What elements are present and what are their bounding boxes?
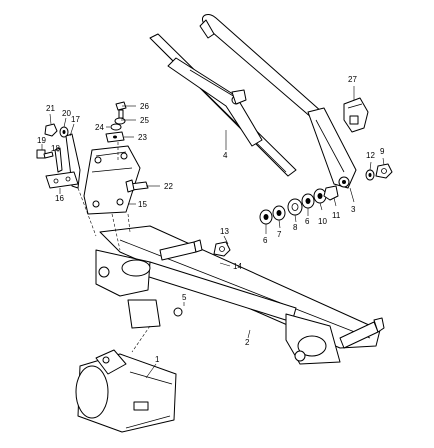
callout-21: 21 (46, 104, 55, 113)
callout-17: 17 (71, 115, 80, 124)
callout-23: 23 (138, 133, 147, 142)
callout-12: 12 (366, 151, 375, 160)
mounting-bracket (83, 145, 149, 215)
callout-10: 10 (318, 217, 327, 226)
wiper-arm (199, 14, 357, 189)
callout-20: 20 (62, 109, 71, 118)
wiper-blade (149, 33, 297, 177)
bolt-washer-stack (105, 101, 127, 143)
callout-8: 8 (293, 223, 298, 232)
callout-4: 4 (223, 151, 228, 160)
callout-6-left: 6 (263, 236, 268, 245)
callout-22: 22 (164, 182, 173, 191)
callout-19: 19 (37, 136, 46, 145)
callout-27: 27 (348, 75, 357, 84)
leader-lines (41, 86, 385, 379)
callout-13: 13 (220, 227, 229, 236)
callout-2: 2 (245, 338, 250, 347)
small-hardware-left (36, 123, 81, 189)
callout-25: 25 (140, 116, 149, 125)
callout-5: 5 (182, 293, 187, 302)
callout-15: 15 (138, 200, 147, 209)
callout-11: 11 (332, 211, 341, 220)
assembly-lines (77, 142, 151, 353)
callout-14: 14 (233, 262, 242, 271)
callout-18: 18 (51, 144, 60, 153)
nut-washer-set (365, 163, 393, 181)
callout-7: 7 (277, 230, 282, 239)
callout-labels: 26 25 24 23 22 15 21 20 17 19 18 16 13 1… (37, 75, 385, 364)
callout-16: 16 (55, 194, 64, 203)
callout-26: 26 (140, 102, 149, 111)
wiper-motor (75, 349, 177, 433)
callout-24: 24 (95, 123, 104, 132)
callout-1: 1 (155, 355, 160, 364)
cap-part (343, 97, 369, 133)
seal-rings (259, 185, 339, 225)
callout-3: 3 (351, 205, 356, 214)
callout-6-right: 6 (305, 217, 310, 226)
callout-9: 9 (380, 147, 385, 156)
wiper-linkage-frame (95, 225, 385, 365)
